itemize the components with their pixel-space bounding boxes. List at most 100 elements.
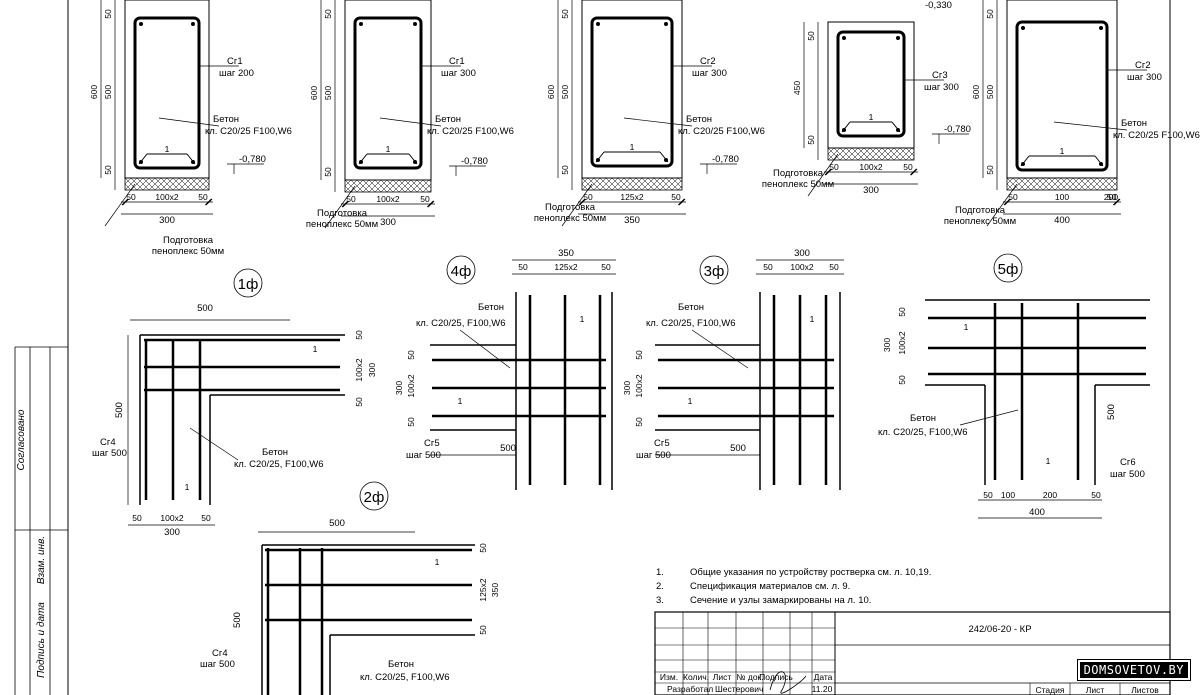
dim-total-width: 350	[558, 248, 574, 259]
dim-side: 50	[897, 375, 907, 385]
hatch-line	[1072, 177, 1086, 191]
node-title-circle	[446, 255, 476, 285]
side-label-signature: Подпись и дата	[36, 602, 47, 678]
dim-width: 50	[601, 262, 611, 272]
hatch-line	[190, 177, 204, 191]
leader-line	[1053, 121, 1128, 131]
dim-width: 50	[346, 194, 356, 204]
dim-length: 500	[232, 612, 243, 628]
note-number: 3.	[656, 595, 664, 606]
leader-line	[104, 183, 136, 227]
insulation-layer	[1006, 177, 1118, 191]
dim-width: 100х2	[859, 162, 882, 172]
bar-code: Сг6	[1120, 457, 1136, 468]
dim-inner-height: 500	[985, 85, 995, 99]
node-title: 3ф	[704, 263, 725, 280]
bar-code: Сг1	[227, 56, 243, 67]
hatch-line	[184, 177, 198, 191]
signature-scribble	[769, 671, 807, 694]
dim-tick	[579, 198, 586, 206]
hatch-line	[677, 185, 683, 191]
dim-tick	[910, 168, 918, 176]
hatch-line	[1108, 177, 1118, 187]
dim-width: 50	[903, 162, 913, 172]
bar-code: Сг5	[654, 438, 670, 449]
dim-width: 50	[1008, 192, 1018, 202]
bar-mark-1: 1	[313, 344, 318, 354]
hatch-line	[587, 177, 601, 191]
leader-line	[379, 117, 442, 127]
bar-mark-1: 1	[185, 482, 190, 492]
node-title: 5ф	[998, 261, 1019, 278]
stamp-sheet: Лист	[1086, 685, 1105, 695]
dim-height: 600	[546, 85, 556, 99]
concrete-label: Бетон	[213, 114, 239, 125]
hatch-line	[350, 179, 364, 193]
dim-cover: 50	[103, 9, 113, 19]
stamp-header: Изм.	[660, 672, 678, 682]
concrete-class: кл. С20/25 F100,W6	[678, 126, 765, 137]
dim-width: 100х2	[155, 192, 178, 202]
dim-width: 50	[1107, 192, 1117, 202]
stirrup-hook	[138, 153, 148, 165]
leader-line	[561, 183, 593, 227]
dim-width: 100х2	[790, 262, 813, 272]
title-block	[654, 611, 1171, 695]
dim-side: 50	[406, 350, 416, 360]
hatch-line	[911, 147, 915, 151]
concrete-class: кл. С20/25 F100,W6	[205, 126, 292, 137]
dim-tick	[678, 198, 686, 206]
prep-label: Подготовка	[955, 205, 1006, 216]
hatch-line	[671, 179, 683, 191]
dim-total-width: 300	[794, 248, 810, 259]
bar-mark-1: 1	[688, 396, 693, 406]
dim-side: 50	[406, 417, 416, 427]
dim-length: 500	[114, 402, 125, 418]
prep-material: пеноплекс 50мм	[534, 213, 606, 224]
dim-side: 50	[478, 625, 488, 635]
bar-mark-1: 1	[165, 144, 170, 154]
concrete-class: кл. С20/25, F100,W6	[416, 318, 506, 329]
hatch-line	[845, 147, 859, 161]
dim-side: 100х2	[634, 374, 644, 397]
concrete-label: Бетон	[388, 659, 414, 670]
bar-step: шаг 300	[1127, 72, 1162, 83]
rebar-dot	[842, 36, 846, 40]
hatch-line	[1084, 177, 1098, 191]
prep-label: Подготовка	[317, 208, 368, 219]
bar-code: Сг3	[932, 70, 948, 81]
dim-side: 50	[354, 397, 364, 407]
dim-length: 500	[1106, 404, 1117, 420]
stamp-date: 11.20	[812, 684, 833, 694]
hatch-line	[404, 179, 418, 193]
prep-label: Подготовка	[773, 168, 824, 179]
dim-tick	[122, 198, 129, 206]
bar-step: шаг 500	[1110, 469, 1145, 480]
bar-step: шаг 200	[219, 68, 254, 79]
concrete-class: кл. С20/25 F100,W6	[427, 126, 514, 137]
concrete-label: Бетон	[1121, 118, 1147, 129]
hatch-line	[827, 147, 841, 161]
hatch-line	[374, 179, 388, 193]
hatch-line	[154, 177, 168, 191]
hatch-line	[1018, 177, 1032, 191]
stirrup-hook	[841, 121, 851, 133]
hatch-line	[647, 177, 661, 191]
bar-mark-1: 1	[810, 314, 815, 324]
stirrup-hook	[595, 151, 605, 163]
hatch-line	[851, 147, 865, 161]
rebar-dot	[1099, 26, 1103, 30]
hatch-line	[392, 179, 406, 193]
bar-code: Сг4	[212, 648, 228, 659]
hatch-line	[1114, 187, 1118, 191]
dim-cover: 50	[985, 165, 995, 175]
hatch-line	[416, 179, 430, 193]
stamp-stage: Стадия	[1036, 685, 1065, 695]
section-outline	[827, 21, 915, 149]
hatch-outline	[344, 179, 432, 193]
elevation-label: -0,780	[944, 124, 971, 135]
stirrup-hook	[408, 153, 418, 165]
dim-length: 500	[730, 443, 746, 454]
node-title-circle	[359, 481, 389, 511]
hatch-line	[671, 177, 683, 189]
